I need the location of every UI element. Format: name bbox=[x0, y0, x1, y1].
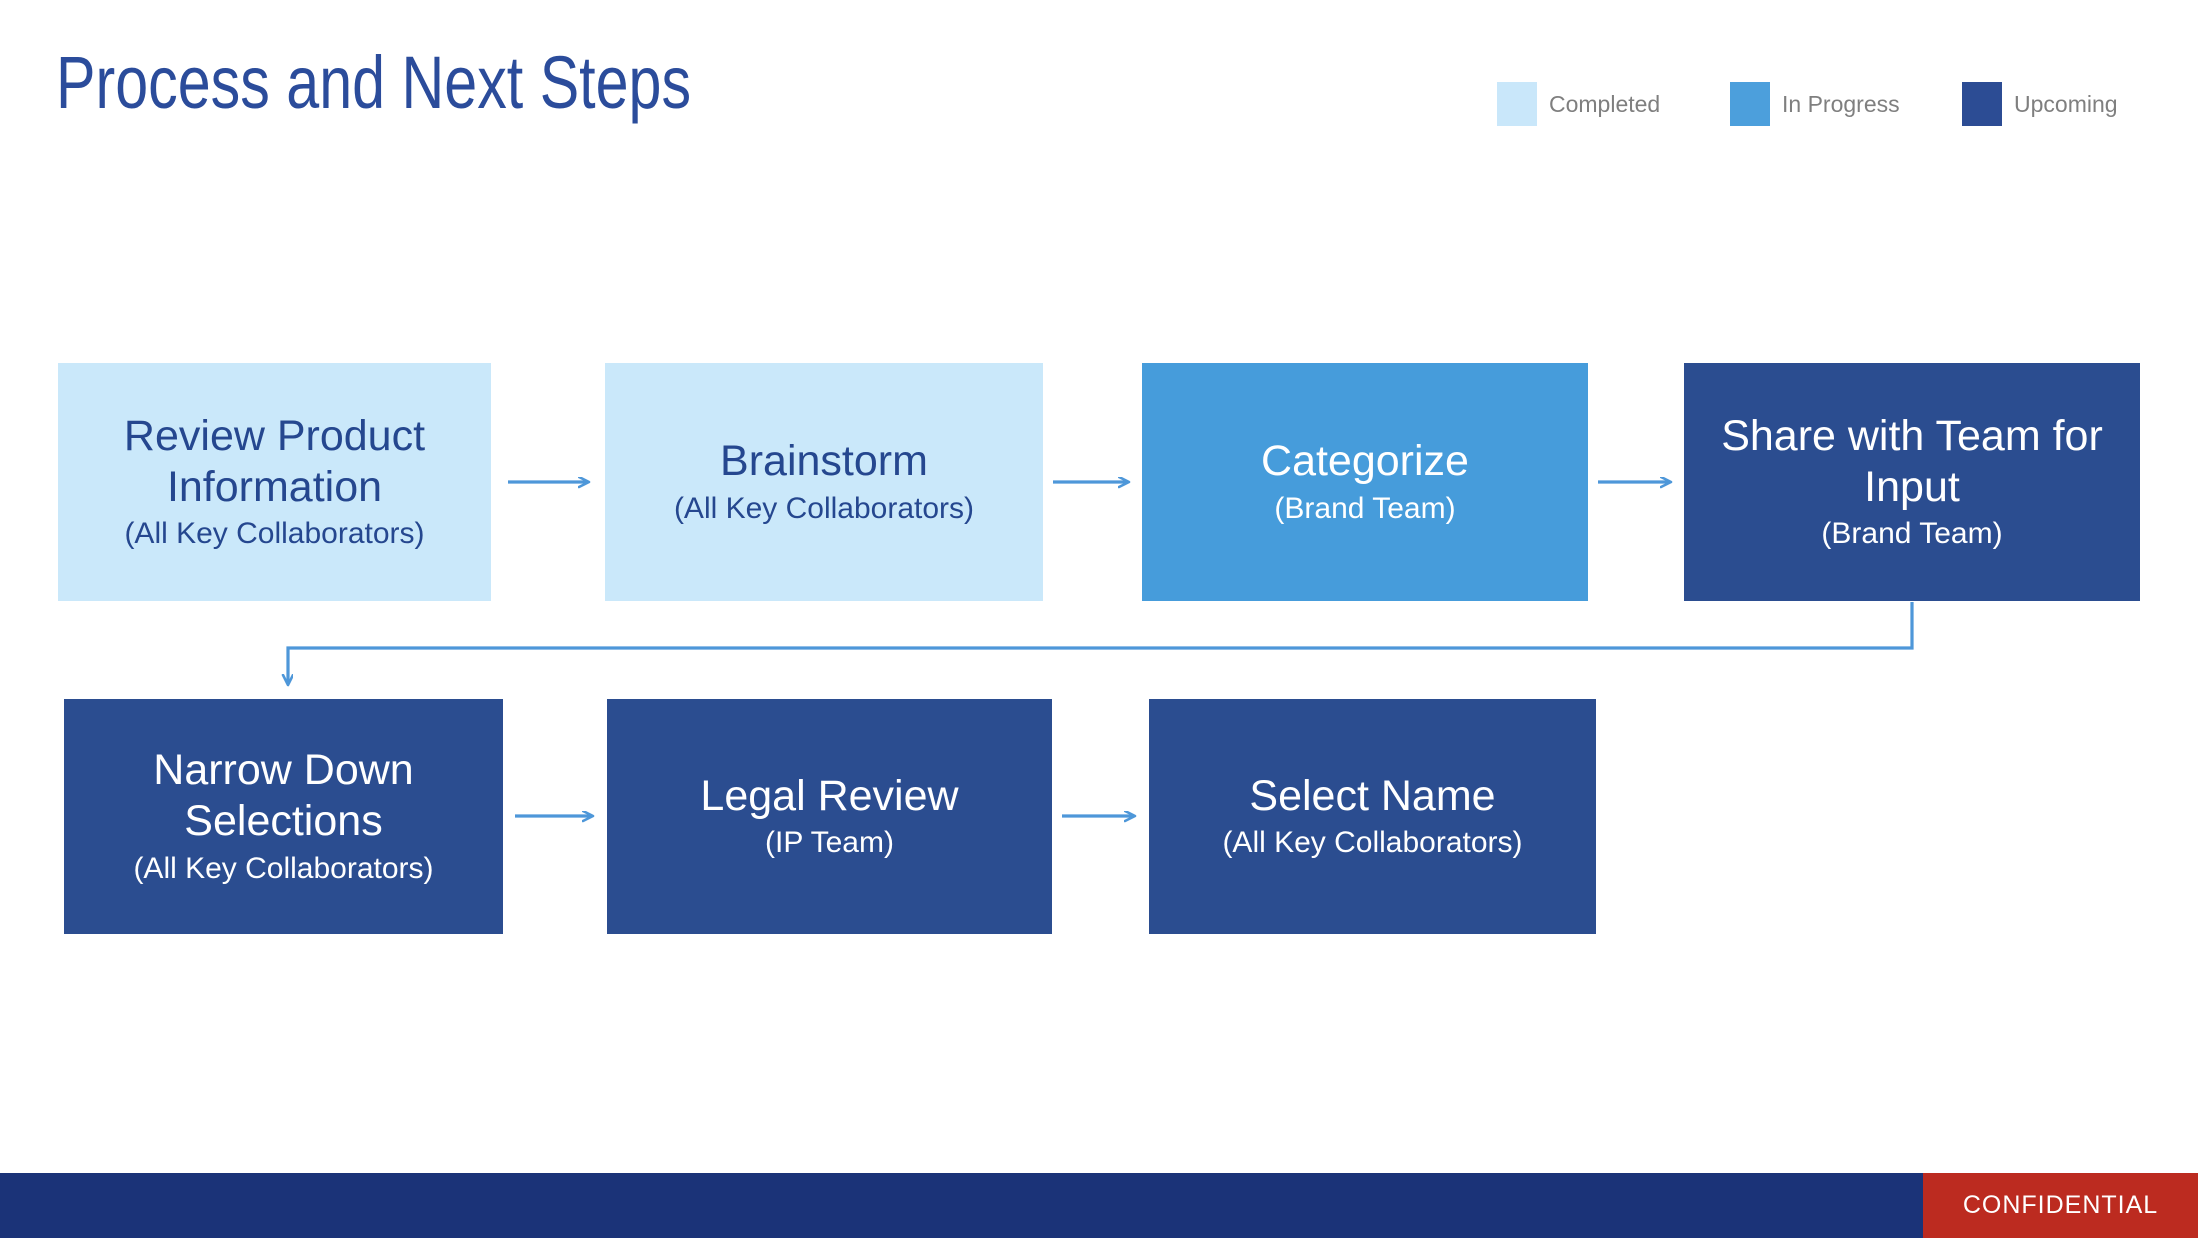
flow-step-subtitle: (All Key Collaborators) bbox=[133, 851, 434, 885]
legend-item-completed: Completed bbox=[1497, 82, 1660, 126]
flow-step-subtitle: (Brand Team) bbox=[1274, 491, 1456, 525]
legend-label-upcoming: Upcoming bbox=[2014, 90, 2118, 117]
flow-step-narrow-down-selections: Narrow Down Selections (All Key Collabor… bbox=[64, 699, 503, 934]
flow-step-select-name: Select Name (All Key Collaborators) bbox=[1149, 699, 1596, 934]
flow-step-share-with-team: Share with Team for Input (Brand Team) bbox=[1684, 363, 2140, 601]
flow-step-subtitle: (All Key Collaborators) bbox=[673, 491, 975, 525]
footer-bar bbox=[0, 1173, 2198, 1238]
flow-step-title: Share with Team for Input bbox=[1721, 411, 2103, 511]
flow-step-title: Review Product Information bbox=[123, 411, 426, 511]
flow-step-subtitle: (All Key Collaborators) bbox=[124, 517, 425, 551]
legend-swatch-upcoming-icon bbox=[1962, 82, 2002, 126]
legend-item-upcoming: Upcoming bbox=[1962, 82, 2118, 126]
legend-label-completed: Completed bbox=[1549, 90, 1661, 117]
flow-step-title: Legal Review bbox=[700, 771, 959, 820]
flow-step-categorize: Categorize (Brand Team) bbox=[1142, 363, 1588, 601]
legend-swatch-completed-icon bbox=[1497, 82, 1537, 126]
flow-step-subtitle: (IP Team) bbox=[765, 826, 894, 860]
flow-step-title: Categorize bbox=[1261, 437, 1469, 486]
legend-item-in-progress: In Progress bbox=[1730, 82, 1900, 126]
flow-step-title: Narrow Down Selections bbox=[153, 746, 414, 845]
flow-step-subtitle: (Brand Team) bbox=[1821, 517, 2003, 551]
confidential-label: CONFIDENTIAL bbox=[1962, 1191, 2159, 1219]
flow-step-title: Brainstorm bbox=[720, 437, 928, 486]
flow-step-legal-review: Legal Review (IP Team) bbox=[607, 699, 1052, 934]
flow-step-subtitle: (All Key Collaborators) bbox=[1222, 826, 1523, 860]
confidential-badge: CONFIDENTIAL bbox=[1923, 1173, 2198, 1238]
flow-step-title: Select Name bbox=[1249, 771, 1496, 820]
legend-label-in-progress: In Progress bbox=[1782, 90, 1900, 117]
flow-step-review-product-information: Review Product Information (All Key Coll… bbox=[58, 363, 491, 601]
flow-step-brainstorm: Brainstorm (All Key Collaborators) bbox=[605, 363, 1043, 601]
legend-swatch-in-progress-icon bbox=[1730, 82, 1770, 126]
page-title: Process and Next Steps bbox=[56, 41, 692, 124]
